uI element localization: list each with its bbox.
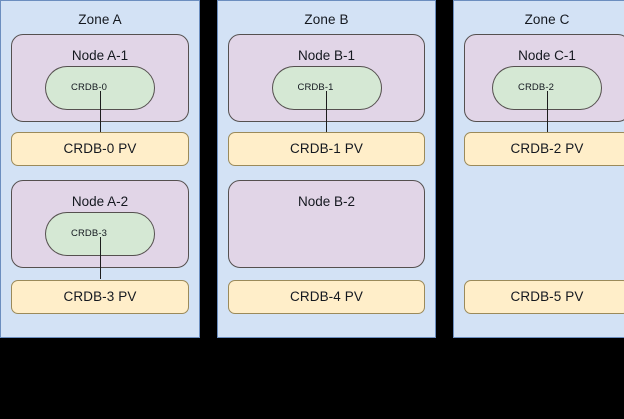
cylinder-body	[45, 211, 133, 256]
zone-c-stack: Node C-1 CRDB-2 CRDB-2 PV CRDB-5 PV	[464, 33, 624, 338]
zone-divider-b-c	[436, 0, 453, 338]
database-cylinder-icon[interactable]: CRDB-0	[45, 65, 155, 110]
connector-b-1	[326, 90, 327, 133]
zone-panel-b[interactable]: Zone B Node B-1 CRDB-1 CRDB-1 PV Node B-…	[217, 0, 436, 338]
pv-box-crdb-5[interactable]: CRDB-5 PV	[464, 279, 624, 314]
zone-title-c: Zone C	[524, 12, 570, 27]
node-box-a-1[interactable]: Node A-1 CRDB-0	[11, 33, 189, 122]
zones-row: Zone A Node A-1 CRDB-0 CRDB-0 PV Node A-…	[0, 0, 624, 338]
pod-label-crdb-2: CRDB-2	[518, 82, 554, 93]
pod-label-crdb-3: CRDB-3	[71, 228, 107, 239]
node-box-c-1[interactable]: Node C-1 CRDB-2	[464, 33, 624, 122]
connector-a-1	[99, 90, 101, 133]
pv-label-crdb-1: CRDB-1 PV	[290, 140, 363, 156]
node-box-b-2[interactable]: Node B-2	[228, 179, 425, 268]
cylinder-body	[45, 65, 133, 110]
zone-title-a: Zone A	[78, 12, 122, 27]
node-label-c-1: Node C-1	[518, 47, 576, 63]
pv-label-crdb-3: CRDB-3 PV	[63, 288, 137, 304]
pv-label-crdb-4: CRDB-4 PV	[290, 288, 363, 304]
pod-label-crdb-1: CRDB-1	[297, 82, 334, 93]
pv-box-crdb-2[interactable]: CRDB-2 PV	[464, 131, 624, 166]
zone-panel-a[interactable]: Zone A Node A-1 CRDB-0 CRDB-0 PV Node A-…	[0, 0, 200, 338]
zone-panel-c[interactable]: Zone C Node C-1 CRDB-2 CRDB-2 PV CRDB-5 …	[453, 0, 624, 338]
zone-a-stack: Node A-1 CRDB-0 CRDB-0 PV Node A-2	[11, 33, 189, 338]
node-label-b-2: Node B-2	[297, 193, 356, 209]
node-label-b-1: Node B-1	[297, 47, 356, 63]
pv-box-crdb-0[interactable]: CRDB-0 PV	[11, 131, 189, 166]
pv-label-crdb-5: CRDB-5 PV	[510, 288, 584, 304]
connector-a-2	[99, 236, 101, 279]
zone-title-b: Zone B	[304, 12, 349, 27]
zone-b-stack: Node B-1 CRDB-1 CRDB-1 PV Node B-2 CRDB-…	[228, 33, 425, 338]
pod-label-crdb-0: CRDB-0	[71, 82, 107, 93]
cylinder-body	[492, 65, 580, 110]
cylinder-body	[271, 65, 360, 110]
node-label-a-2: Node A-2	[71, 193, 129, 209]
pv-label-crdb-2: CRDB-2 PV	[510, 140, 584, 156]
pv-box-crdb-4[interactable]: CRDB-4 PV	[228, 279, 425, 314]
connector-c-1	[546, 90, 548, 133]
pv-box-crdb-3[interactable]: CRDB-3 PV	[11, 279, 189, 314]
pv-box-crdb-1[interactable]: CRDB-1 PV	[228, 131, 425, 166]
node-label-a-1: Node A-1	[71, 47, 129, 63]
database-cylinder-icon[interactable]: CRDB-1	[271, 65, 382, 110]
zone-divider-a-b	[200, 0, 217, 338]
database-cylinder-icon[interactable]: CRDB-2	[492, 65, 602, 110]
pv-label-crdb-0: CRDB-0 PV	[63, 140, 137, 156]
database-cylinder-icon[interactable]: CRDB-3	[45, 211, 155, 256]
